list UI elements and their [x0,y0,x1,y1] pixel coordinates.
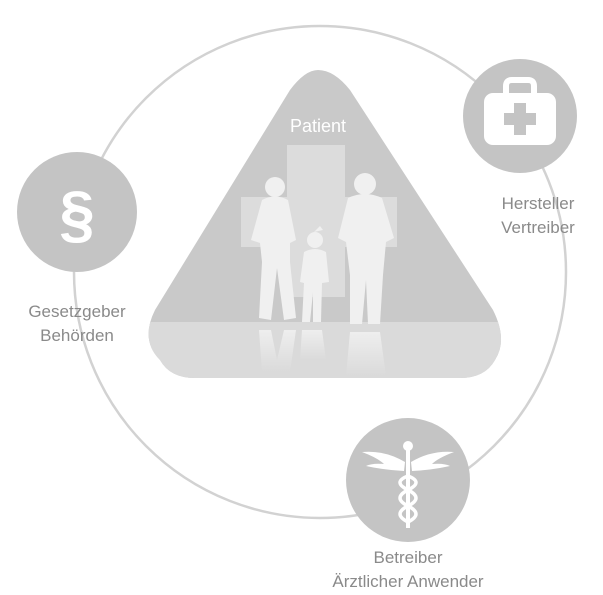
caduceus-icon [362,441,454,528]
operator-label: Betreiber Ärztlicher Anwender [308,546,508,594]
operator-node [346,418,470,542]
legislator-node: § [17,152,137,272]
first-aid-kit-icon [484,77,556,145]
center-label: Patient [290,116,346,136]
triangle-floor [148,322,502,378]
legislator-label: Gesetzgeber Behörden [10,300,144,348]
manufacturer-label-line1: Hersteller [501,194,575,213]
family-silhouette [251,173,394,324]
silhouette-reflection [259,330,386,376]
patient-triangle [148,70,502,378]
relationship-ring [72,24,568,520]
paragraph-icon: § [59,178,95,250]
manufacturer-node [463,59,577,173]
operator-label-line1: Betreiber [373,548,443,567]
manufacturer-label: Hersteller Vertreiber [478,192,598,240]
operator-label-line2: Ärztlicher Anwender [332,572,484,591]
legislator-circle [17,152,137,272]
legislator-label-line2: Behörden [40,326,114,345]
manufacturer-label-line2: Vertreiber [501,218,575,237]
legislator-label-line1: Gesetzgeber [28,302,126,321]
